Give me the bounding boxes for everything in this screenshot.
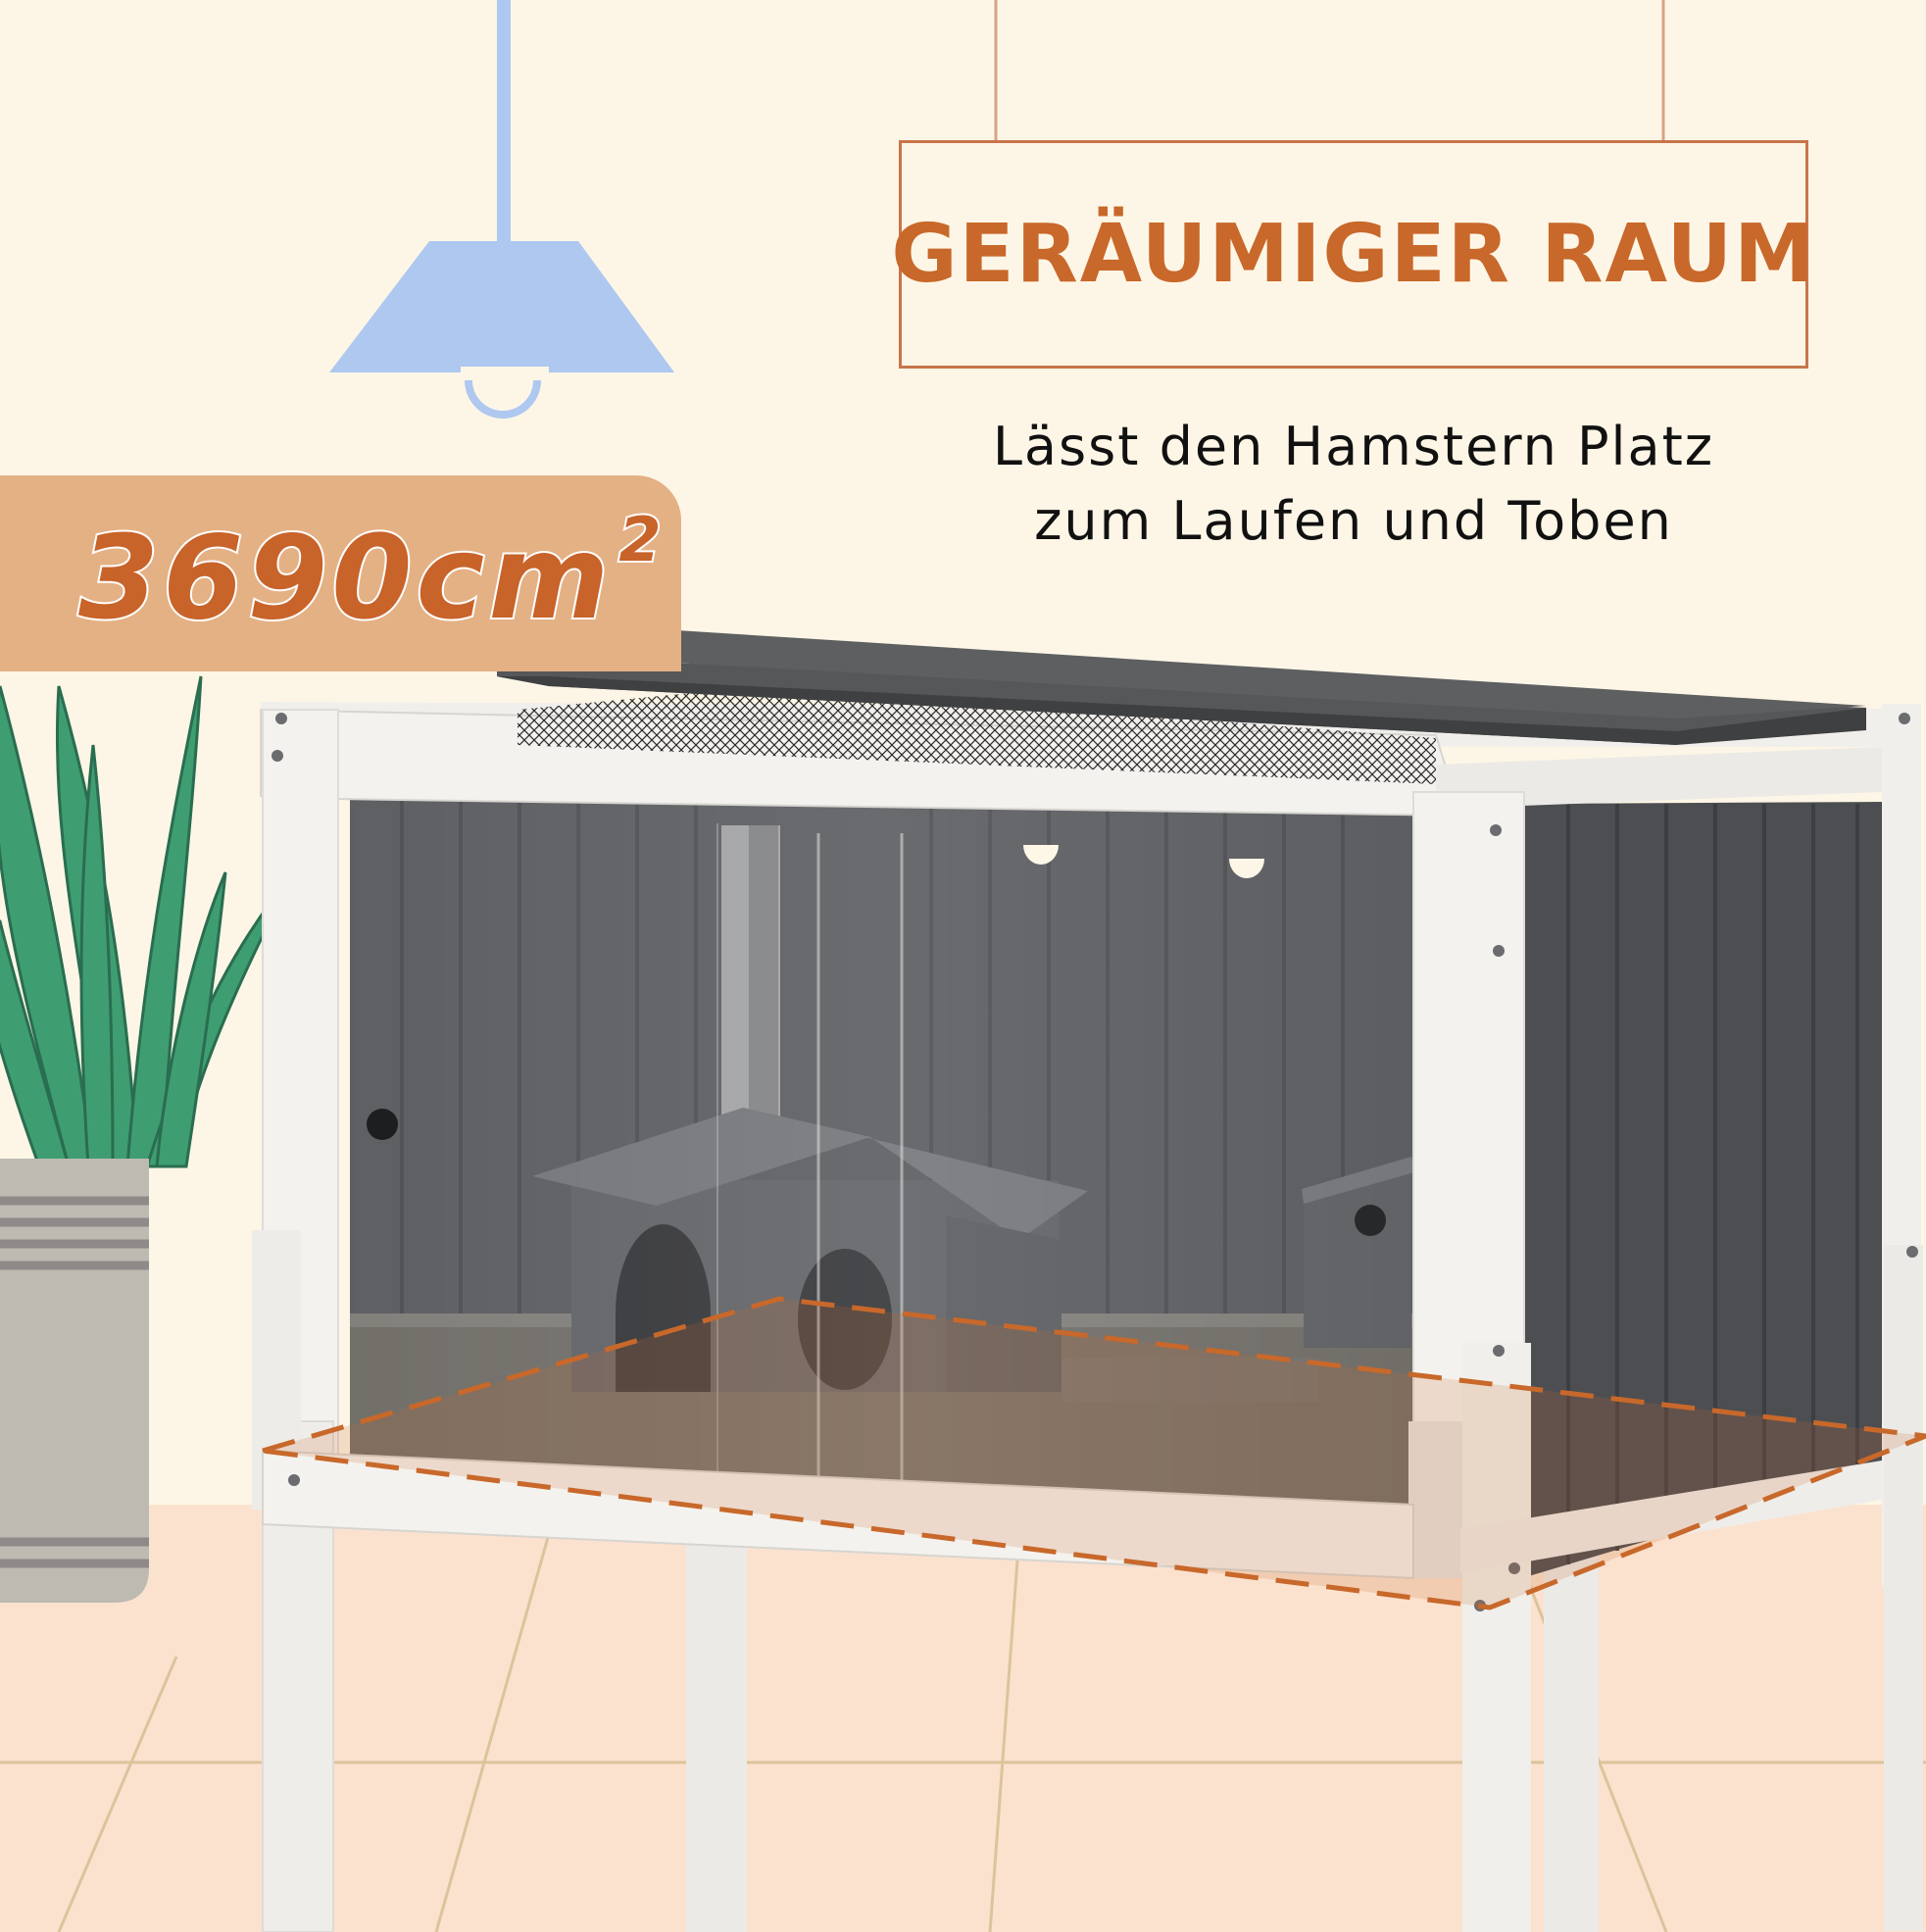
pendant-lamp-icon [329, 0, 674, 419]
floor-area-highlight [262, 1296, 1926, 1610]
area-value: 3690cm2 [76, 502, 665, 647]
hamster-cage-illustration [252, 630, 1926, 1932]
potted-plant-icon [0, 675, 296, 1603]
headline-box: GERÄUMIGER RAUM [891, 140, 1814, 369]
area-number: 3690cm [76, 508, 614, 647]
subline-line-2: zum Laufen und Toben [1034, 490, 1673, 552]
area-superscript: 2 [617, 502, 666, 577]
area-badge [0, 475, 681, 671]
headline-hanging-wires [994, 0, 1665, 140]
subline: Lässt den Hamstern Platz zum Laufen und … [899, 410, 1808, 559]
subline-line-1: Lässt den Hamstern Platz [992, 416, 1715, 477]
headline: GERÄUMIGER RAUM [891, 208, 1816, 301]
